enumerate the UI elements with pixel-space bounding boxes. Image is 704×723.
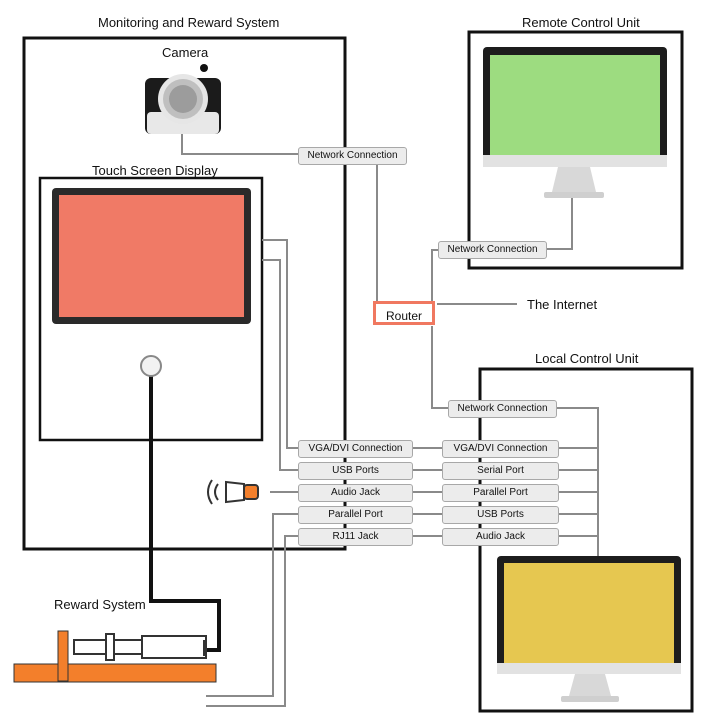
touch-screen-display [52, 188, 251, 377]
network-pill-local: Network Connection [448, 400, 557, 418]
left-port-rj11: RJ11 Jack [298, 528, 413, 546]
title-monitoring: Monitoring and Reward System [98, 15, 280, 30]
right-port-parallel: Parallel Port [442, 484, 559, 502]
wire-camera [181, 134, 298, 155]
wire-remote-net-monitor [545, 196, 573, 250]
label-camera: Camera [162, 45, 209, 60]
syringe-icon [13, 630, 217, 683]
left-port-usb: USB Ports [298, 462, 413, 480]
right-port-vga: VGA/DVI Connection [442, 440, 559, 458]
wire-local-net-monitor [555, 407, 599, 556]
router-box: Router [373, 301, 435, 325]
title-local: Local Control Unit [535, 351, 639, 366]
right-port-serial: Serial Port [442, 462, 559, 480]
wire-router-remote-net [431, 249, 438, 305]
label-reward-system: Reward System [54, 597, 146, 612]
local-monitor-icon [497, 556, 681, 702]
remote-monitor-icon [483, 47, 667, 198]
label-internet: The Internet [527, 297, 598, 312]
right-port-usb: USB Ports [442, 506, 559, 524]
speaker-icon [207, 479, 259, 505]
label-touch-screen: Touch Screen Display [92, 163, 218, 178]
left-port-parallel: Parallel Port [298, 506, 413, 524]
wire-router-local-net [431, 326, 448, 409]
network-pill-remote: Network Connection [438, 241, 547, 259]
title-remote: Remote Control Unit [522, 15, 640, 30]
left-port-vga: VGA/DVI Connection [298, 440, 413, 458]
remote-frame [467, 30, 684, 270]
right-port-audio: Audio Jack [442, 528, 559, 546]
reward-tube [149, 372, 221, 652]
monitoring-frame [22, 36, 347, 551]
network-pill-camera: Network Connection [298, 147, 407, 165]
left-port-audio: Audio Jack [298, 484, 413, 502]
camera-icon [145, 64, 221, 134]
